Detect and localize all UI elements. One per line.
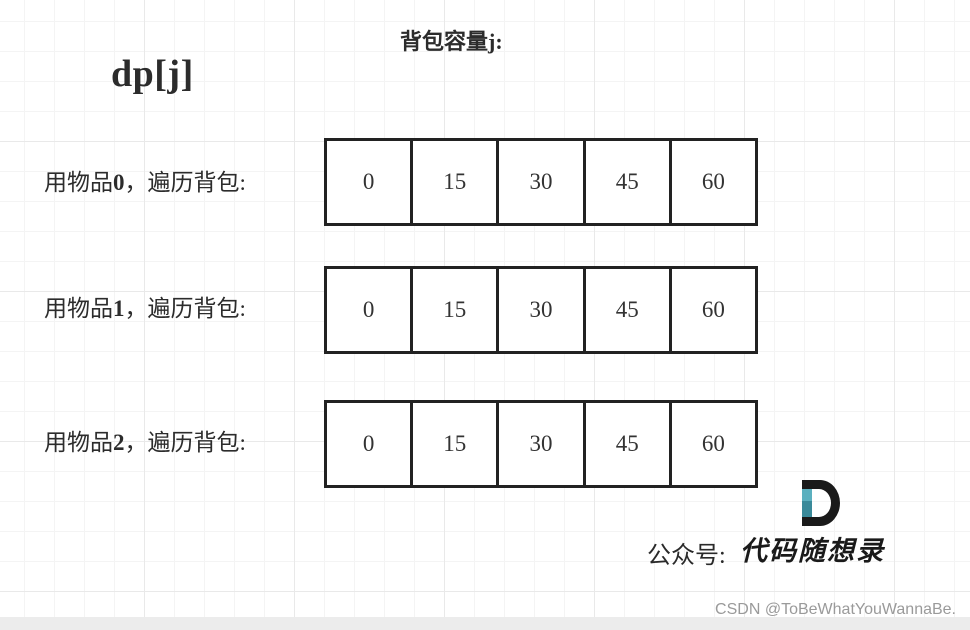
row-item-number: 2	[113, 430, 125, 455]
dp-cell-j4: 60	[668, 141, 755, 223]
dp-cell-j2: 30	[496, 141, 582, 223]
dp-cell-j0: 0	[362, 431, 375, 456]
logo-d-icon	[802, 480, 840, 526]
row-label-suffix: ，遍历背包:	[124, 170, 246, 195]
row-item-number: 1	[113, 296, 125, 321]
row-label-prefix: 用物品	[44, 430, 113, 455]
dp-cell-j3: 45	[582, 403, 669, 485]
dp-cell-j0: 0	[362, 169, 375, 194]
dp-cell-j3: 45	[582, 269, 669, 351]
dp-cell-j4: 60	[668, 269, 755, 351]
dp-cell-j3: 45	[582, 141, 669, 223]
row-label-prefix: 用物品	[44, 296, 113, 321]
row-label-item-1: 用物品1，遍历背包:	[44, 294, 246, 324]
bottom-bar	[0, 617, 970, 630]
dp-cell-j1: 15	[410, 403, 496, 485]
dp-cell-j1: 15	[410, 269, 496, 351]
dp-cell-j4: 60	[668, 403, 755, 485]
dp-cell-j0: 0	[362, 297, 375, 322]
row-label-suffix: ，遍历背包:	[124, 296, 246, 321]
dp-array-row-0: 0 15 30 45 60	[324, 138, 758, 226]
capacity-label: 背包容量j:	[400, 29, 503, 54]
dp-cell-j2: 30	[496, 269, 582, 351]
row-label-suffix: ，遍历背包:	[124, 430, 246, 455]
official-account-name: 代码随想录	[740, 536, 885, 567]
dp-array-row-1: 0 15 30 45 60	[324, 266, 758, 354]
row-label-item-2: 用物品2，遍历背包:	[44, 428, 246, 458]
row-label-item-0: 用物品0，遍历背包:	[44, 168, 246, 198]
official-account-label: 公众号:	[647, 543, 726, 569]
dp-title: dp[j]	[111, 53, 194, 95]
dp-cell-j2: 30	[496, 403, 582, 485]
dp-array-row-2: 0 15 30 45 60	[324, 400, 758, 488]
dp-cell-j1: 15	[410, 141, 496, 223]
row-item-number: 0	[113, 170, 125, 195]
csdn-watermark: CSDN @ToBeWhatYouWannaBe.	[715, 601, 956, 618]
row-label-prefix: 用物品	[44, 170, 113, 195]
